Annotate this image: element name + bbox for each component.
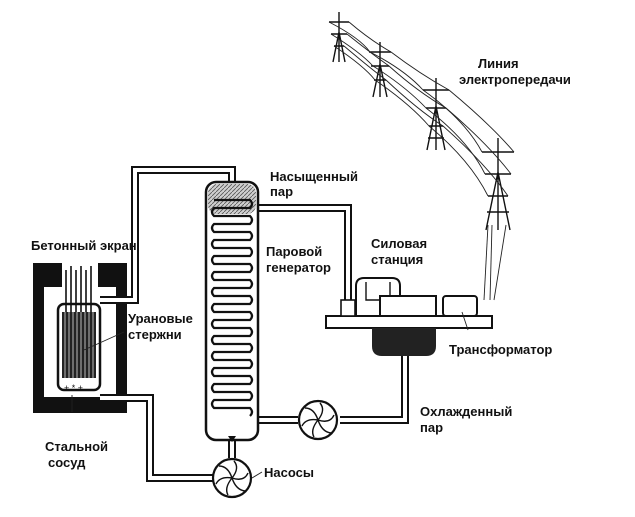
coolant-pipes	[100, 166, 409, 482]
label-steam-generator-1: Паровой	[266, 244, 322, 259]
power-tower-icon	[369, 42, 391, 98]
label-power-line-1: Линия	[478, 56, 519, 71]
label-saturated-steam-2: пар	[270, 184, 293, 199]
label-cooled-steam-2: пар	[420, 420, 443, 435]
transformer-icon	[442, 295, 478, 317]
label-concrete-shield: Бетонный экран	[31, 238, 137, 253]
power-tower-icon	[329, 12, 349, 63]
uranium-rods-bundle	[62, 312, 96, 378]
power-tower-icon	[423, 78, 449, 151]
power-line-towers	[328, 12, 515, 301]
label-power-station-2: станция	[371, 252, 423, 267]
label-pumps: Насосы	[264, 465, 314, 480]
steam-generator	[204, 180, 260, 442]
pump-impeller-icon	[211, 457, 253, 499]
svg-text:+ * +: + * +	[64, 383, 83, 393]
label-steel-vessel-2: сосуд	[48, 455, 86, 470]
leader-lines	[71, 311, 469, 479]
label-cooled-steam-1: Охлажденный	[420, 404, 512, 419]
label-power-line-2: электропередачи	[459, 72, 571, 87]
label-power-station-1: Силовая	[371, 236, 427, 251]
label-uranium-rods-1: Урановые	[128, 311, 193, 326]
label-saturated-steam-1: Насыщенный	[270, 169, 358, 184]
power-line-wires	[328, 21, 515, 301]
steel-vessel: + * +	[56, 266, 102, 393]
labels: Линия электропередачи Насыщенный пар Бет…	[31, 56, 571, 480]
power-station	[325, 277, 493, 356]
label-transformer: Трансформатор	[449, 342, 552, 357]
label-uranium-rods-2: стержни	[128, 327, 182, 342]
pump-impeller-icon	[297, 399, 339, 441]
heat-exchanger-coil	[210, 198, 254, 417]
power-tower-icon	[482, 138, 514, 231]
label-steam-generator-2: генератор	[266, 260, 331, 275]
label-steel-vessel-1: Стальной	[45, 439, 108, 454]
